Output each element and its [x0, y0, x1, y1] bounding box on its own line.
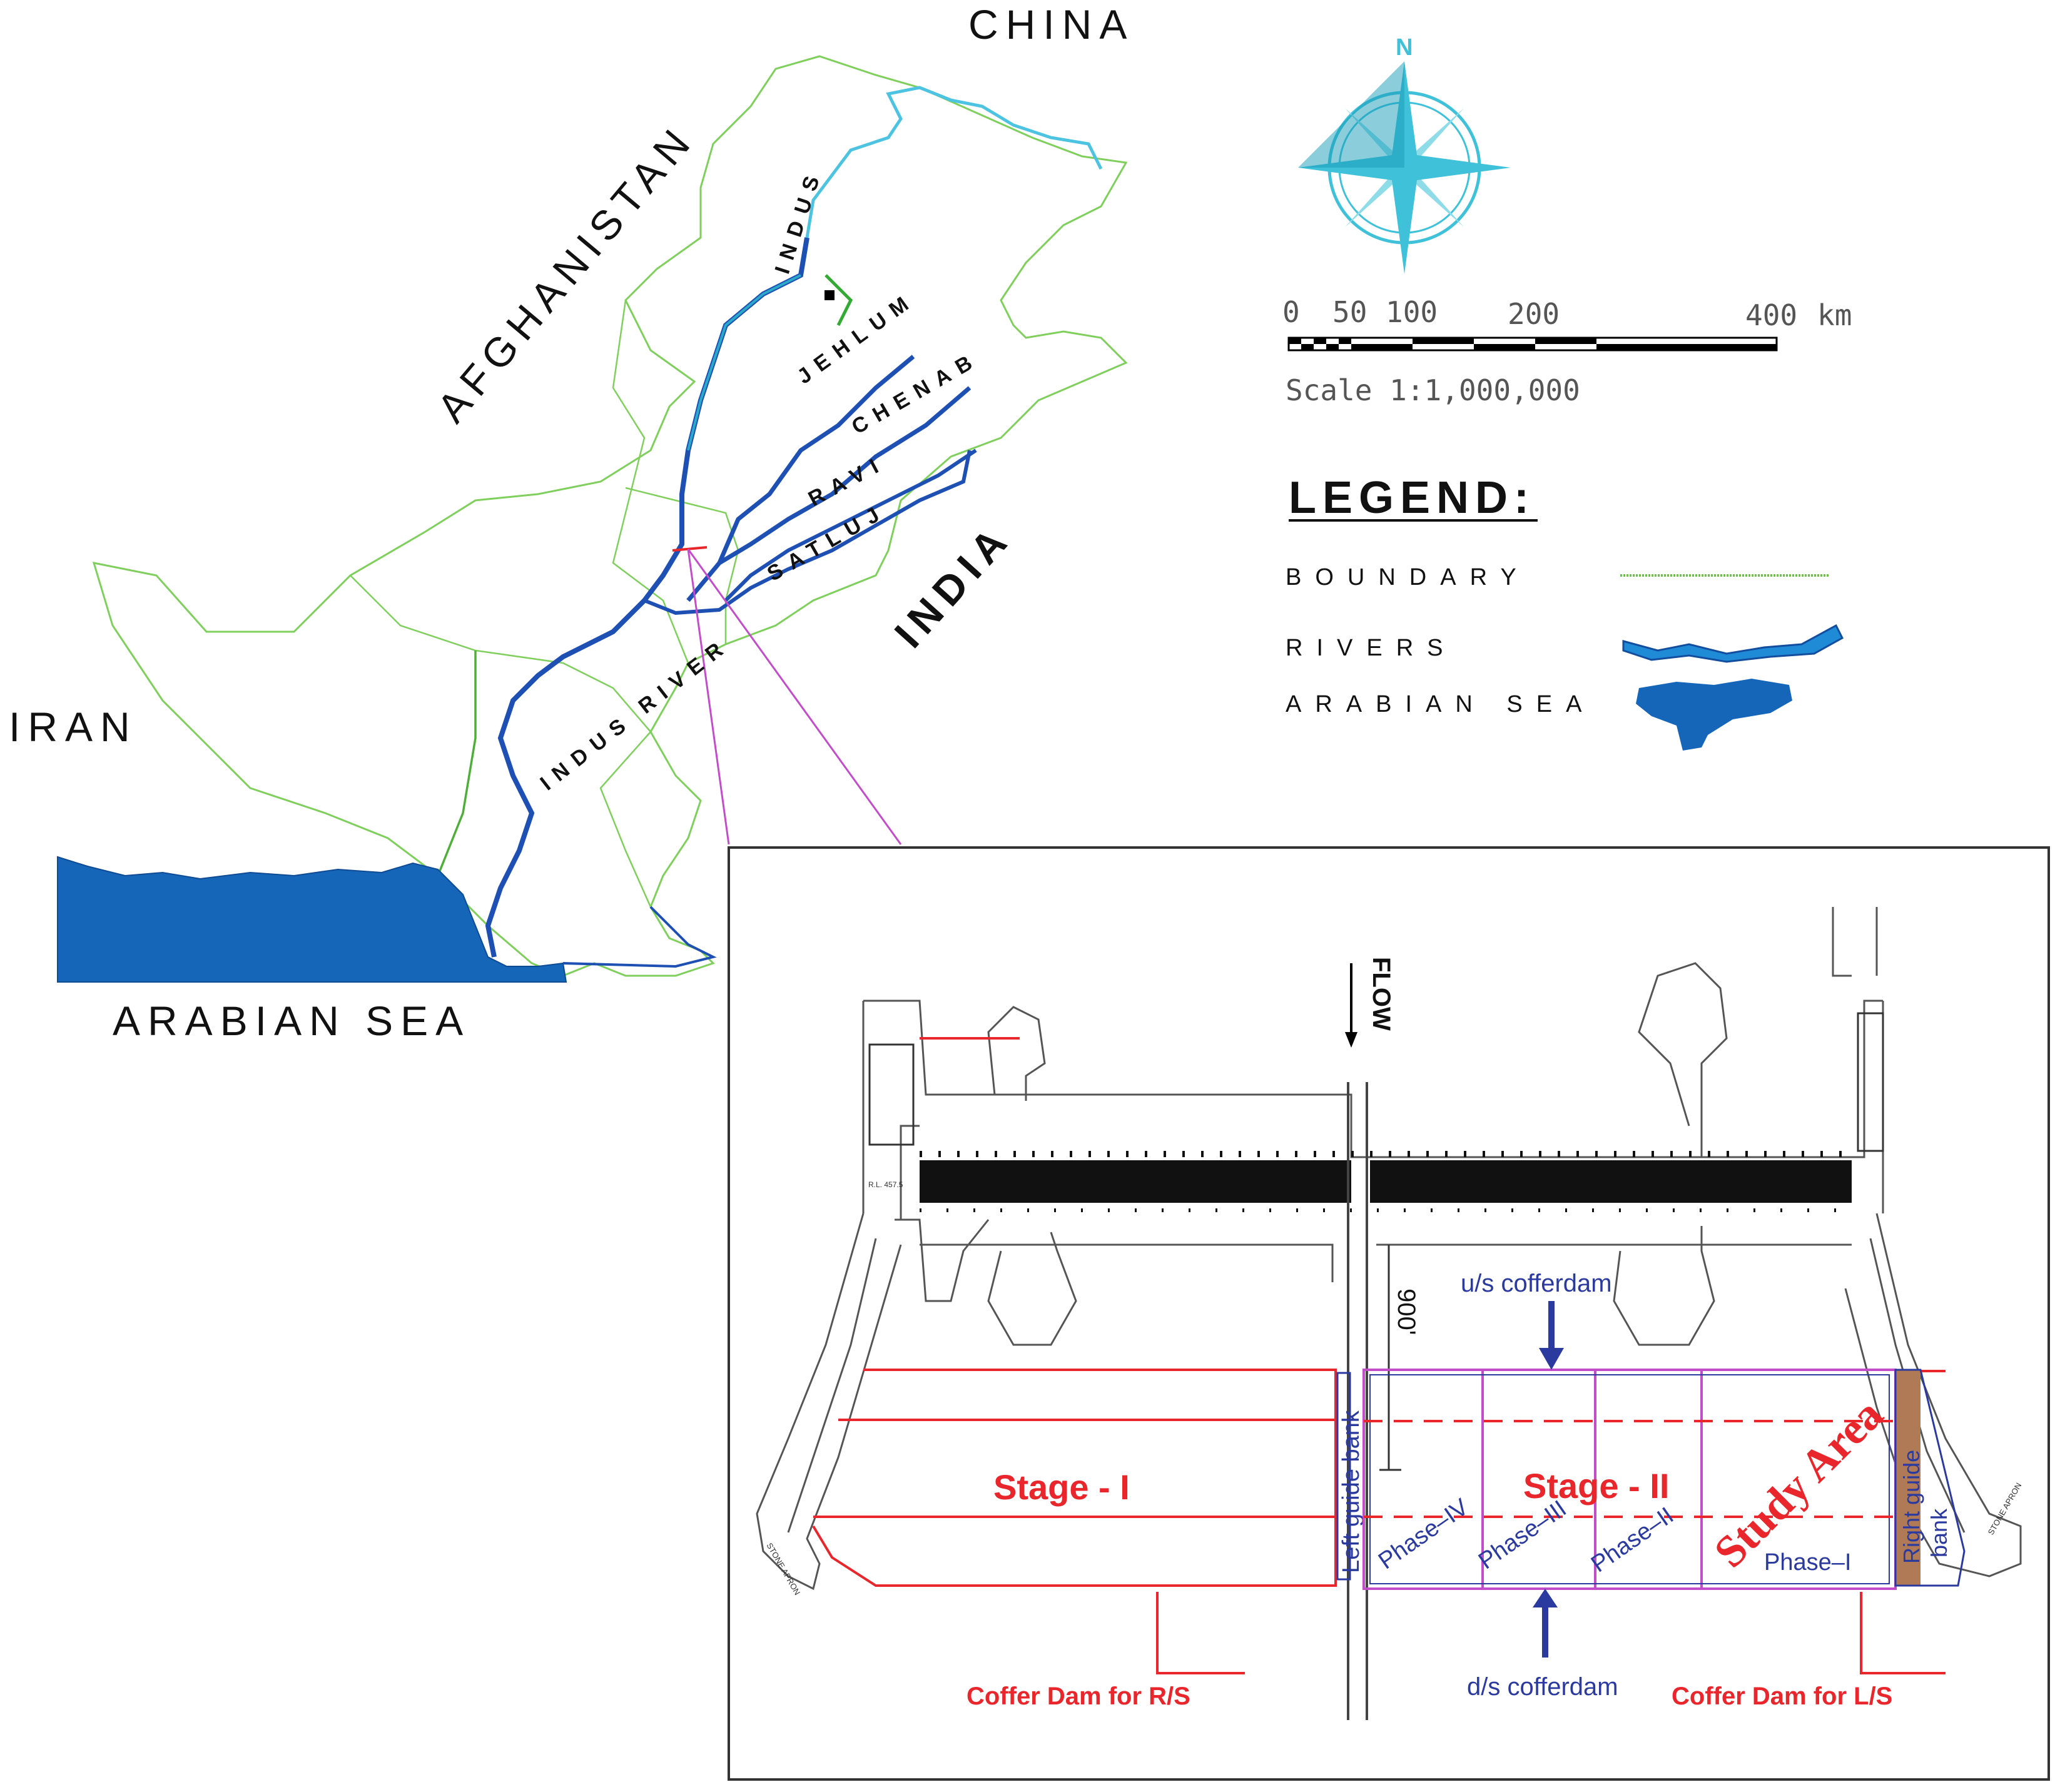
scale-seg [1314, 338, 1326, 344]
coffer-dam-ls-label: Coffer Dam for L/S [1672, 1683, 1892, 1710]
provincial-boundary [599, 731, 652, 908]
barrage-inset: FLOW 900' R.L. 457.5 STONE APRON STONE A… [728, 846, 2050, 1781]
river-jehlum [717, 355, 915, 564]
river-indus-upper [805, 86, 1103, 238]
stage-1-area [812, 1037, 1337, 1674]
scale-tick-0: 0 [1282, 295, 1300, 329]
provincial-boundary [612, 300, 689, 664]
label-india: INDIA [885, 514, 1020, 657]
north-arrow: N [1298, 34, 1511, 274]
scale-seg [1413, 338, 1474, 344]
stage-1-label: Stage - I [993, 1467, 1130, 1507]
right-guide-bank-label-2: bank [1926, 1508, 1952, 1557]
left-guide-bank [1336, 1372, 1351, 1581]
legend-title: LEGEND: [1289, 473, 1535, 523]
scale-tick-200: 200 [1508, 297, 1560, 331]
scale-seg [1339, 338, 1351, 344]
river-indus-highlight [687, 274, 801, 451]
label-river-satluj: SATLUJ [763, 499, 891, 586]
legend-label-rivers: RIVERS [1286, 635, 1456, 661]
scale-seg [1596, 344, 1777, 350]
stage-2-inner [1369, 1374, 1890, 1584]
label-river-indus-upper: INDUS [770, 165, 826, 277]
phase-1-label: Phase–I [1764, 1549, 1851, 1576]
label-arabian-sea: ARABIAN SEA [113, 998, 470, 1044]
river-chenab [686, 386, 972, 602]
right-guide-bank [1895, 1370, 1921, 1586]
arabian-sea [57, 856, 567, 983]
left-guide-bank-label: Left guide bank [1338, 1410, 1364, 1573]
inset-leader-line [687, 549, 730, 845]
study-site-marker [672, 546, 708, 552]
scale-tick-50: 50 [1332, 295, 1367, 329]
ds-cofferdam-arrowhead [1533, 1589, 1558, 1607]
provincial-boundary [437, 650, 477, 876]
label-china: CHINA [968, 1, 1134, 48]
us-cofferdam-arrowhead [1539, 1348, 1564, 1370]
right-guide-bank-label-1: Right guide [1899, 1450, 1924, 1564]
right-guide-structure [1857, 1012, 1884, 1152]
scale-seg [1535, 338, 1596, 344]
scale-tick-400: 400 [1745, 298, 1797, 332]
legend-label-arabian-sea: ARABIAN SEA [1286, 691, 1595, 717]
coffer-dam-rs-label: Coffer Dam for R/S [967, 1683, 1190, 1710]
scale-unit: km [1817, 298, 1852, 332]
ds-cofferdam-label: d/s cofferdam [1467, 1673, 1618, 1701]
coffer-dam-ls-leader [1860, 1592, 1946, 1674]
flow-label: FLOW [1367, 957, 1395, 1031]
legend-symbol-arabian-sea [1636, 679, 1792, 751]
location-marker [825, 290, 835, 300]
us-cofferdam-label: u/s cofferdam [1461, 1270, 1612, 1297]
scale-bar: 0 50 100 200 400 km Scale 1:1,000,000 [1282, 295, 1852, 407]
scale-seg [1301, 344, 1314, 350]
gate-bay-right [1370, 1160, 1852, 1203]
label-iran: IRAN [9, 704, 138, 750]
provincial-boundary [825, 274, 853, 327]
compass-north-label: N [1396, 34, 1413, 61]
stage-2-label: Stage - II [1523, 1466, 1669, 1506]
national-boundary [92, 55, 1128, 977]
gate-bay-left [920, 1160, 1351, 1203]
legend: LEGEND: BOUNDARY RIVERS ARABIAN SEA [1286, 473, 1844, 751]
flow-arrowhead [1345, 1032, 1357, 1048]
inset-leader-line [687, 549, 902, 845]
river-ravi [724, 448, 977, 602]
compass-star-shade [1298, 61, 1511, 274]
scale-seg [1326, 344, 1339, 350]
dimension-label: 900' [1393, 1288, 1420, 1335]
scale-tick-100: 100 [1386, 295, 1438, 329]
right-guide-bank-outline [1894, 1369, 1966, 1587]
left-guide-structure [868, 1043, 915, 1146]
scale-seg [1351, 344, 1413, 350]
scale-seg [1289, 338, 1301, 344]
label-afghanistan: AFGHANISTAN [428, 115, 703, 430]
legend-label-boundary: BOUNDARY [1286, 564, 1530, 590]
label-river-jehlum: JEHLUM [793, 287, 920, 388]
reduced-level-label: R.L. 457.5 [868, 1180, 903, 1189]
scale-ratio: Scale 1:1,000,000 [1286, 373, 1580, 407]
river-delta [562, 906, 717, 968]
scale-seg [1474, 344, 1535, 350]
legend-symbol-rivers [1622, 624, 1844, 663]
provincial-boundary [350, 575, 651, 732]
